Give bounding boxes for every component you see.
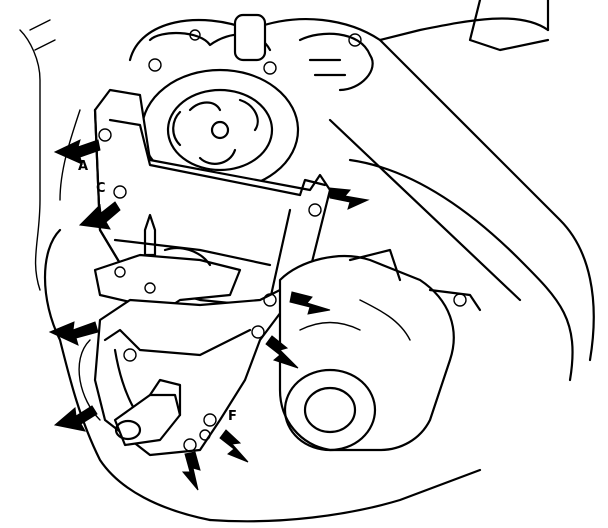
arrow-icon	[265, 335, 299, 369]
label-a: A	[78, 159, 88, 174]
arrow-icon	[48, 321, 99, 346]
arrow-icon	[329, 187, 370, 210]
arrow-icon	[53, 139, 101, 165]
arrow-icon	[78, 201, 121, 230]
camshaft-pulley	[140, 68, 300, 192]
arrow-icon	[219, 429, 249, 463]
alternator-assembly	[278, 248, 482, 452]
arrow-icon	[289, 291, 331, 315]
engine-mount-bracket	[93, 213, 242, 312]
label-c: C	[96, 181, 106, 196]
part-labels: A C F	[78, 159, 237, 424]
label-f: F	[228, 409, 237, 424]
engine-block-outline	[19, 0, 595, 523]
crankshaft-pulley	[113, 378, 182, 447]
arrow-icon	[53, 405, 98, 432]
pointer-arrows	[48, 139, 370, 491]
arrow-icon	[181, 451, 201, 491]
camshaft-assembly	[148, 13, 374, 92]
